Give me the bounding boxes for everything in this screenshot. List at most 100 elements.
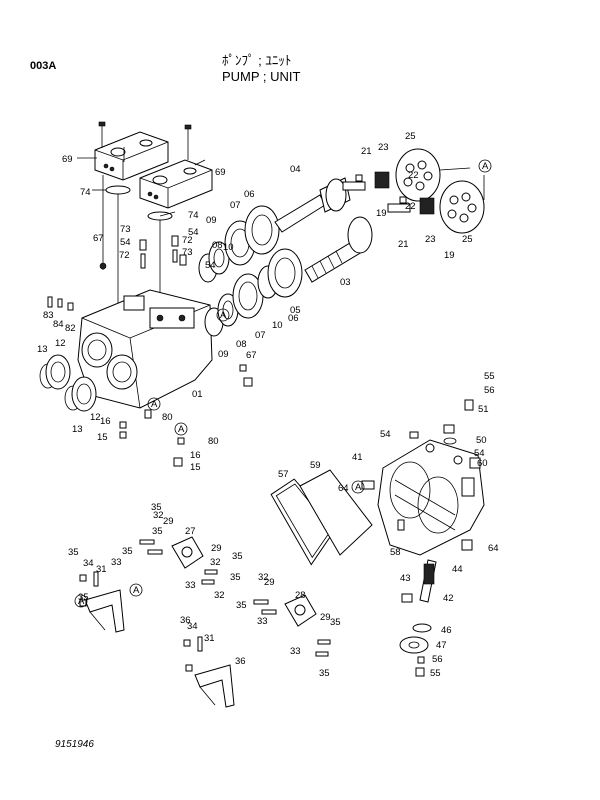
callout-54: 54 [205, 260, 216, 271]
callout-57: 57 [278, 469, 289, 480]
callout-13: 13 [72, 424, 83, 435]
pump-body-41 [377, 439, 485, 556]
ref-circle-a [478, 159, 492, 173]
callout-46: 46 [441, 625, 452, 636]
callout-56: 56 [484, 385, 495, 396]
ref-circle-a [351, 480, 365, 494]
piston-pin-21-22-lower [387, 196, 435, 215]
plugs-83-84-82 [47, 296, 74, 311]
callout-21: 21 [361, 146, 372, 157]
gasket-59 [299, 469, 373, 556]
ref-circle-a [174, 422, 188, 436]
callout-33: 33 [111, 557, 122, 568]
callout-82: 82 [65, 323, 76, 334]
o-ring-74-upper [105, 185, 131, 195]
callout-21: 21 [398, 239, 409, 250]
callout-33: 33 [257, 616, 268, 627]
callout-33: 33 [290, 646, 301, 657]
callout-A: A [178, 424, 185, 435]
callout-35: 35 [232, 551, 243, 562]
callout-A: A [78, 596, 85, 607]
callout-16: 16 [190, 450, 201, 461]
callout-09: 09 [218, 349, 229, 360]
callout-64: 64 [338, 483, 349, 494]
callout-35: 35 [230, 572, 241, 583]
callout-72: 72 [119, 250, 130, 261]
callout-23: 23 [378, 142, 389, 153]
title-japanese: ﾎﾟﾝﾌﾟ ; ﾕﾆｯﾄ [222, 53, 292, 68]
callout-25: 25 [462, 234, 473, 245]
callout-32: 32 [214, 590, 225, 601]
callout-23: 23 [425, 234, 436, 245]
ref-circle-a [216, 308, 230, 322]
callout-32: 32 [210, 557, 221, 568]
callout-09: 09 [206, 215, 217, 226]
callout-34: 34 [187, 621, 198, 632]
callout-67: 67 [93, 233, 104, 244]
callout-29: 29 [211, 543, 222, 554]
callout-74: 74 [80, 187, 91, 198]
callout-07: 07 [255, 330, 266, 341]
callout-29: 29 [320, 612, 331, 623]
callout-80: 80 [208, 436, 219, 447]
callout-29: 29 [163, 516, 174, 527]
page-code: 003A [30, 60, 57, 72]
callout-16: 16 [100, 416, 111, 427]
callout-58: 58 [390, 547, 401, 558]
callout-35: 35 [330, 617, 341, 628]
callout-69: 69 [215, 167, 226, 178]
pump-housing-01 [77, 289, 213, 409]
callout-64: 64 [488, 543, 499, 554]
callout-03: 03 [340, 277, 351, 288]
callout-04: 04 [290, 164, 301, 175]
callout-35: 35 [151, 502, 162, 513]
callout-32: 32 [258, 572, 269, 583]
drive-shaft-04 [274, 177, 351, 233]
callout-31: 31 [204, 633, 215, 644]
callout-54: 54 [380, 429, 391, 440]
callout-51: 51 [478, 404, 489, 415]
callout-A: A [133, 585, 140, 596]
cover-47 [399, 636, 429, 654]
valve-block-upper [94, 121, 169, 181]
callout-12: 12 [55, 338, 66, 349]
callout-13: 13 [37, 344, 48, 355]
servo-cover-28 [284, 594, 317, 627]
callout-15: 15 [190, 462, 201, 473]
callout-10: 10 [223, 242, 234, 253]
fittings-73-72-54 [99, 235, 187, 270]
pins-and-bolts [79, 539, 331, 672]
cylinder-block-25-upper [395, 148, 441, 202]
rings-12-13 [39, 354, 97, 412]
callout-08: 08 [236, 339, 247, 350]
callout-69: 69 [62, 154, 73, 165]
callout-55: 55 [484, 371, 495, 382]
bearing-stack-lower [204, 248, 303, 337]
drawing-number: 9151946 [55, 739, 94, 750]
cylinder-block-25-lower [439, 180, 485, 234]
callout-74: 74 [188, 210, 199, 221]
callout-80: 80 [162, 412, 173, 423]
callout-42: 42 [443, 593, 454, 604]
o-ring-46 [412, 623, 432, 633]
callout-A: A [482, 161, 489, 172]
callout-A: A [151, 399, 158, 410]
callout-54: 54 [188, 227, 199, 238]
callout-36: 36 [235, 656, 246, 667]
callout-54: 54 [120, 237, 131, 248]
callout-25: 25 [405, 131, 416, 142]
callout-19: 19 [444, 250, 455, 261]
valve-block-lower [139, 124, 213, 209]
callout-50: 50 [476, 435, 487, 446]
callout-35: 35 [68, 547, 79, 558]
callout-41: 41 [352, 452, 363, 463]
callout-15: 15 [97, 432, 108, 443]
callout-27: 27 [185, 526, 196, 537]
callout-35: 35 [236, 600, 247, 611]
callout-12: 12 [90, 412, 101, 423]
callout-22: 22 [408, 170, 419, 181]
callout-55: 55 [430, 668, 441, 679]
callout-54: 54 [474, 448, 485, 459]
callout-34: 34 [83, 558, 94, 569]
